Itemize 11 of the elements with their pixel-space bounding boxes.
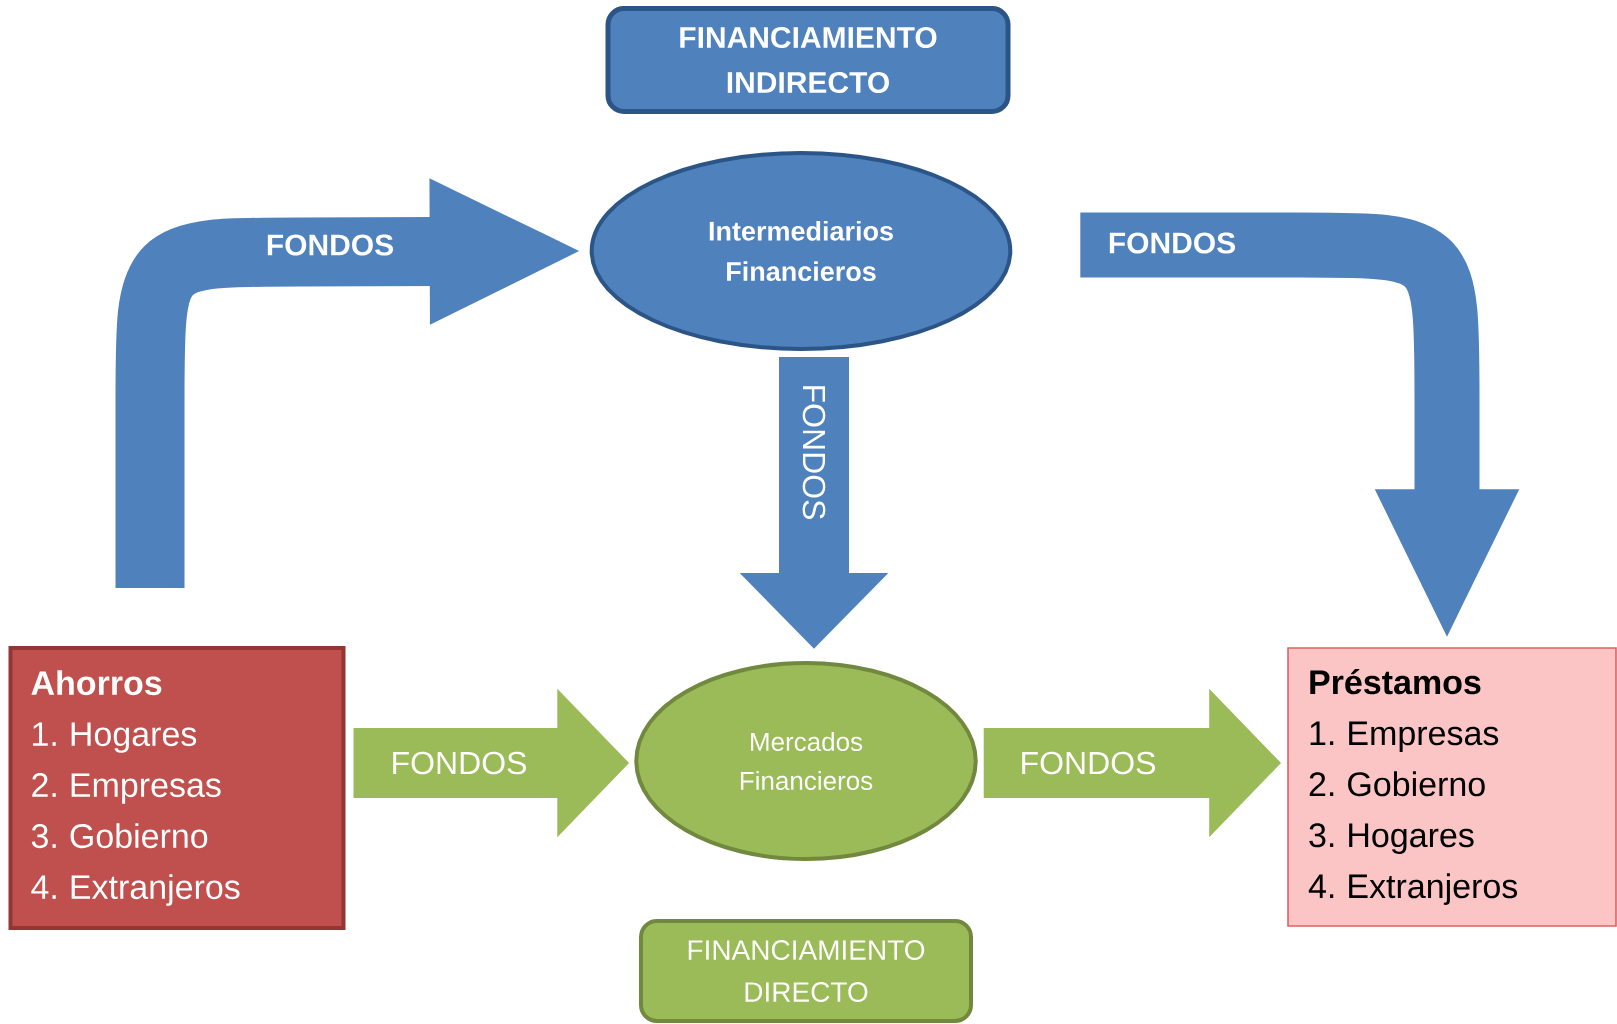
title-box: FINANCIAMIENTO INDIRECTO [605,6,1011,114]
edge-label: FONDOS [263,232,397,258]
list-box: Ahorros 1. Hogares 2. Empresas 3. Gobierno 4. Extranjeros [8,646,346,930]
edge-label: FONDOS [388,749,530,777]
list-box: Préstamos 1. Empresas 2. Gobierno 3. Hogares 4. Extranjeros [1287,647,1617,927]
edge-label: FONDOS [800,381,828,523]
title-box: FINANCIAMIENTO DIRECTO [639,919,973,1023]
edge-label: FONDOS [1017,749,1159,777]
edge-label: FONDOS [1105,230,1239,256]
ellipse-node: Mercados Financieros [634,661,978,861]
ellipse-node: Intermediarios Financieros [589,151,1013,351]
